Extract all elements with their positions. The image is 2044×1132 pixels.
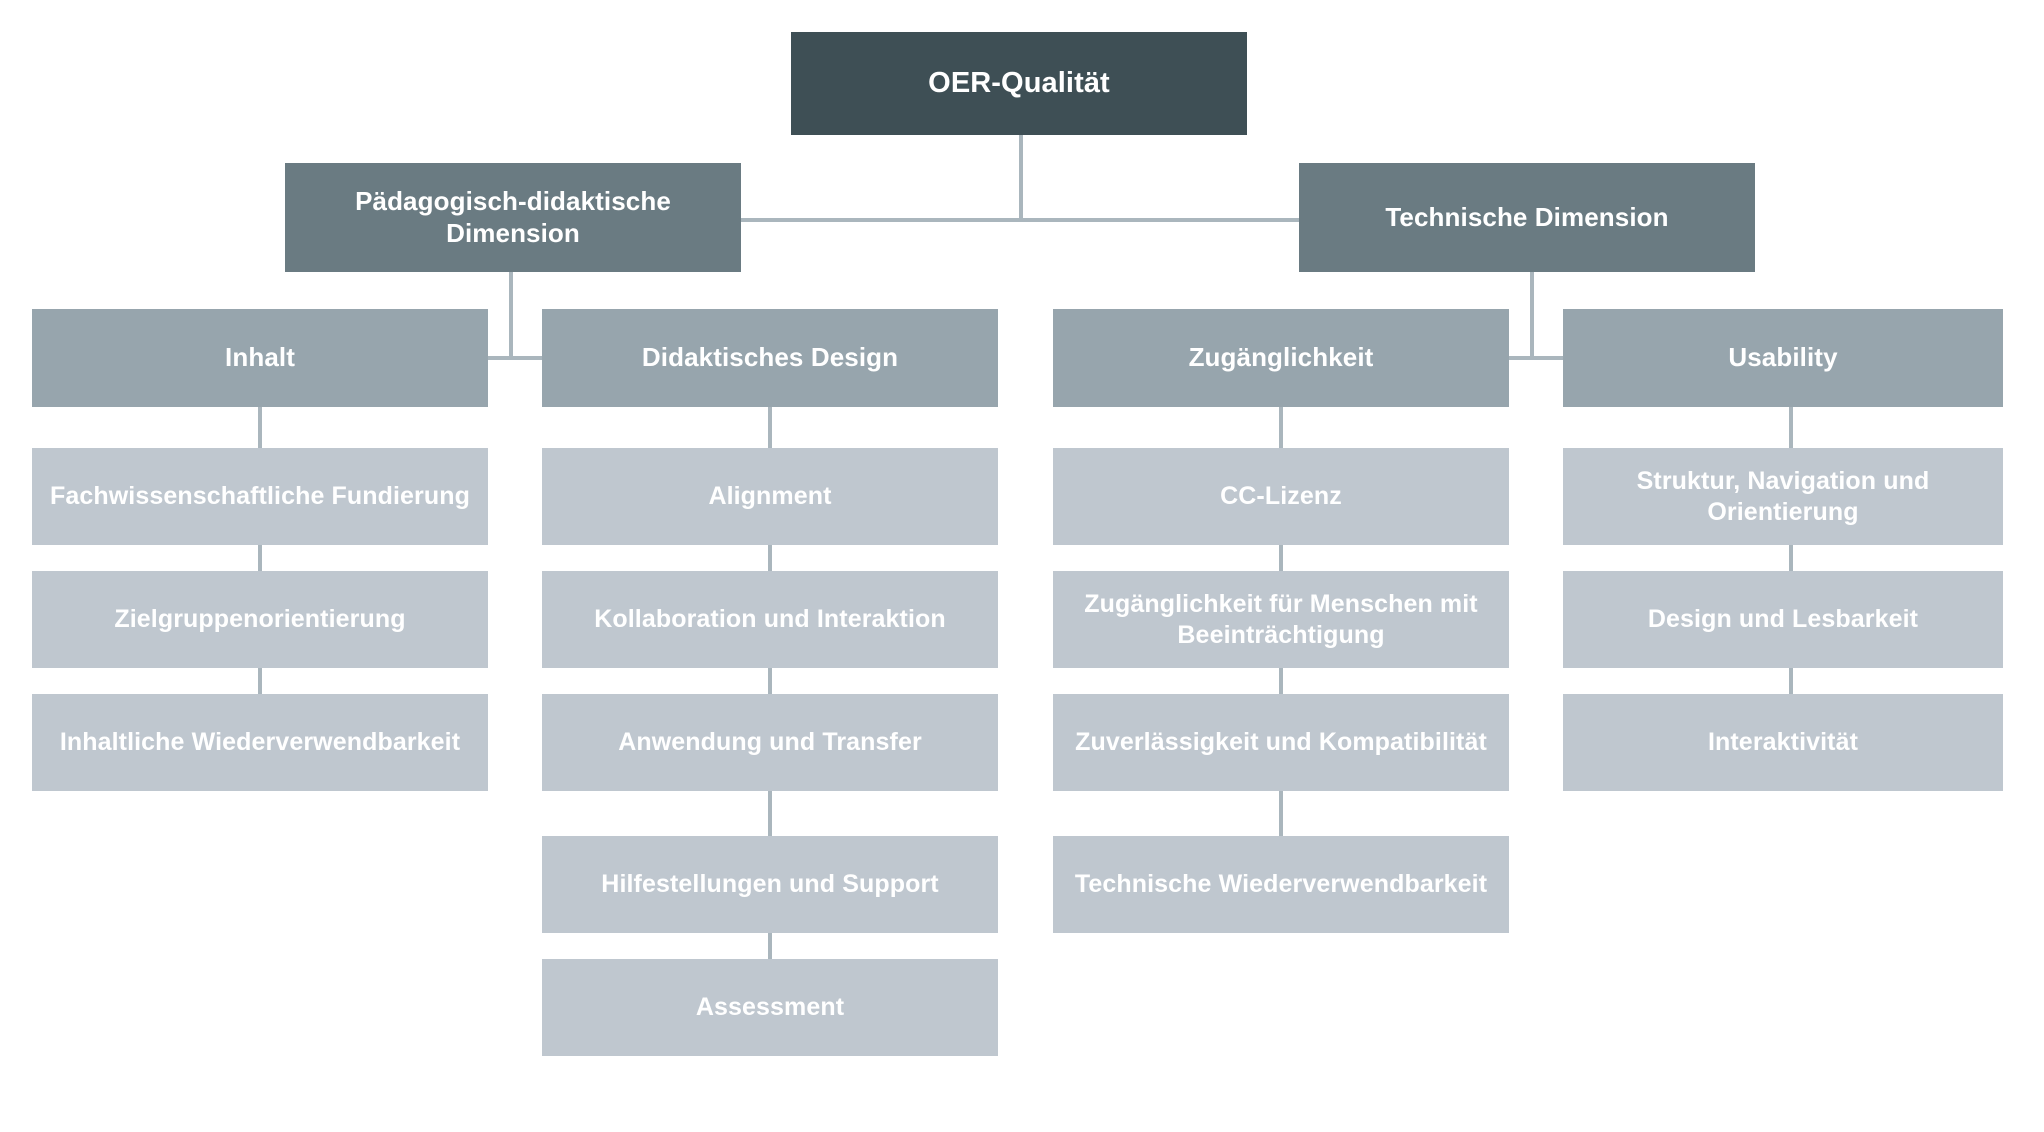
- node-leaf-hilfestellungen-und-support[interactable]: Hilfestellungen und Support: [542, 836, 998, 933]
- connector-left-category-bar: [488, 356, 546, 360]
- node-leaf-cc-lizenz[interactable]: CC-Lizenz: [1053, 448, 1509, 545]
- node-leaf-technische-wiederverwendbarkeit[interactable]: Technische Wiederverwendbarkeit: [1053, 836, 1509, 933]
- node-leaf-assessment[interactable]: Assessment: [542, 959, 998, 1056]
- node-dimension-paedagogisch-didaktisch[interactable]: Pädagogisch-didaktische Dimension: [285, 163, 741, 272]
- node-category-didaktisches-design[interactable]: Didaktisches Design: [542, 309, 998, 407]
- node-leaf-anwendung-und-transfer[interactable]: Anwendung und Transfer: [542, 694, 998, 791]
- node-leaf-alignment[interactable]: Alignment: [542, 448, 998, 545]
- node-leaf-design-und-lesbarkeit[interactable]: Design und Lesbarkeit: [1563, 571, 2003, 668]
- node-leaf-fachwissenschaftliche-fundierung[interactable]: Fachwissenschaftliche Fundierung: [32, 448, 488, 545]
- connector-column-1-spine: [258, 407, 262, 713]
- node-dimension-technisch[interactable]: Technische Dimension: [1299, 163, 1755, 272]
- connector-dimension-bar: [739, 218, 1301, 222]
- node-leaf-inhaltliche-wiederverwendbarkeit[interactable]: Inhaltliche Wiederverwendbarkeit: [32, 694, 488, 791]
- connector-column-4-spine: [1789, 407, 1793, 713]
- node-leaf-zugaenglichkeit-beeintraechtigung[interactable]: Zugänglichkeit für Menschen mit Beeinträ…: [1053, 571, 1509, 668]
- node-category-zugaenglichkeit[interactable]: Zugänglichkeit: [1053, 309, 1509, 407]
- node-leaf-struktur-navigation-orientierung[interactable]: Struktur, Navigation und Orientierung: [1563, 448, 2003, 545]
- node-root-oer-qualitaet[interactable]: OER-Qualität: [791, 32, 1247, 135]
- node-category-inhalt[interactable]: Inhalt: [32, 309, 488, 407]
- node-leaf-zuverlaessigkeit-und-kompatibilitaet[interactable]: Zuverlässigkeit und Kompatibilität: [1053, 694, 1509, 791]
- connector-left-dimension-stem: [509, 272, 513, 360]
- node-leaf-interaktivitaet[interactable]: Interaktivität: [1563, 694, 2003, 791]
- connector-right-dimension-stem: [1530, 272, 1534, 360]
- connector-right-category-bar: [1509, 356, 1567, 360]
- node-leaf-kollaboration-und-interaktion[interactable]: Kollaboration und Interaktion: [542, 571, 998, 668]
- connector-root-stem: [1019, 135, 1023, 220]
- node-leaf-zielgruppenorientierung[interactable]: Zielgruppenorientierung: [32, 571, 488, 668]
- connector-column-2-spine: [768, 407, 772, 959]
- node-category-usability[interactable]: Usability: [1563, 309, 2003, 407]
